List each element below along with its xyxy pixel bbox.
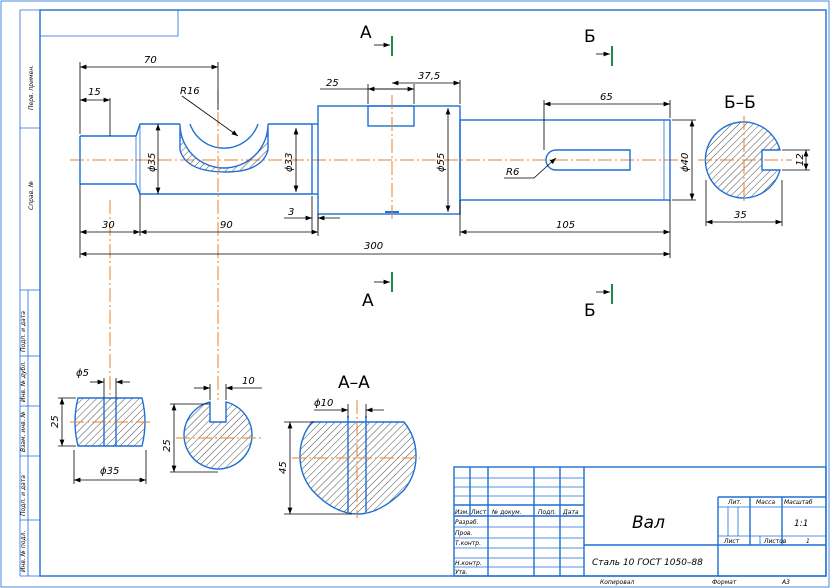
section-mark-b-top: Б	[584, 27, 596, 47]
dim-3: 3	[288, 207, 294, 218]
tb-listov-label: Листов	[763, 538, 787, 545]
tb-col-list: Лист	[470, 509, 487, 516]
dim-105: 105	[556, 220, 575, 231]
tb-row-utv: Утв.	[455, 569, 468, 576]
section-2-dim-10: 10	[242, 376, 255, 387]
dim-25: 25	[326, 78, 339, 89]
tb-row-nkontr: Н.контр.	[455, 560, 482, 567]
section-1-dim-phi35: ϕ35	[100, 466, 119, 477]
section-aa: А–А ϕ10 45	[278, 373, 420, 518]
side-label-inv-podl: Инв. № подл.	[20, 531, 27, 572]
title-block: Изм. Лист № докум. Подп. Дата Разраб. Пр…	[453, 466, 827, 586]
tb-list-label: Лист	[723, 538, 740, 545]
side-label-perv: Перв. примен.	[28, 65, 35, 110]
tb-listov-value: 1	[806, 538, 810, 545]
dim-70: 70	[144, 55, 157, 66]
section-mark-a-top: A	[360, 23, 372, 43]
tb-col-sign: Подп.	[538, 509, 556, 516]
side-label-podp2: Подп. и дата	[20, 475, 27, 516]
section-mark-a-bottom: A	[362, 291, 374, 311]
section-bb-dim-35: 35	[734, 210, 747, 221]
section-1-dim-phi5: ϕ5	[76, 368, 89, 379]
dim-300: 300	[364, 241, 383, 252]
section-1: ϕ5 25 ϕ35	[50, 368, 152, 484]
dim-90: 90	[220, 220, 233, 231]
section-bb-dim-12: 12	[795, 153, 806, 166]
section-2: 10 25	[162, 376, 262, 473]
tb-scale-value: 1:1	[794, 519, 808, 529]
side-label-vzam: Взам. инв. №	[20, 411, 27, 452]
tb-massa: Масса	[756, 499, 775, 506]
section-bb: Б–Б 12 35	[698, 93, 810, 226]
section-aa-dim-45: 45	[278, 461, 289, 474]
section-2-dim-25: 25	[162, 439, 173, 452]
tb-format-value: А3	[781, 579, 790, 586]
dim-phi33: ϕ33	[284, 153, 295, 172]
side-label-sprav: Справ. №	[28, 181, 35, 210]
section-aa-dim-phi10: ϕ10	[314, 398, 333, 409]
tb-masshtab: Масштаб	[784, 499, 813, 506]
dim-phi40: ϕ40	[680, 153, 691, 172]
tb-col-doc: № докум.	[491, 509, 522, 516]
tb-kopiroval: Копировал	[600, 579, 634, 586]
dim-phi35: ϕ35	[147, 153, 158, 172]
tb-row-prov: Пров.	[455, 530, 473, 537]
section-1-dim-25: 25	[50, 415, 61, 428]
tb-col-izm: Изм.	[455, 509, 469, 516]
tb-row-tkontr: Т.контр.	[455, 540, 481, 547]
side-label-inv-dubl: Инв. № дубл.	[20, 361, 27, 402]
tb-format: Формат	[712, 579, 737, 586]
dim-65: 65	[600, 92, 613, 103]
tb-lit: Лит.	[727, 499, 742, 506]
dim-15: 15	[88, 87, 101, 98]
dim-37-5: 37,5	[418, 71, 440, 82]
section-aa-title: А–А	[338, 373, 370, 393]
shaft-main-view	[70, 105, 685, 215]
dim-r6: R6	[506, 167, 519, 178]
dim-r16: R16	[180, 86, 200, 97]
tb-part-name: Вал	[632, 513, 665, 533]
dim-phi55: ϕ55	[436, 153, 447, 172]
section-bb-title: Б–Б	[724, 93, 756, 113]
dimensions-main: 70 15 R16 25 37,5 65 ϕ35 ϕ33 ϕ55 ϕ	[79, 55, 696, 258]
dim-30: 30	[102, 220, 115, 231]
section-mark-b-bottom: Б	[584, 301, 596, 321]
side-label-podp1: Подп. и дата	[20, 311, 27, 352]
section-marks: A A Б Б	[360, 23, 613, 321]
tb-material: Сталь 10 ГОСТ 1050–88	[592, 558, 703, 568]
tb-col-date: Дата	[562, 509, 579, 516]
side-strip-labels: Перв. примен. Справ. № Подп. и дата Инв.…	[20, 65, 35, 572]
tb-row-razrab: Разраб.	[455, 519, 479, 526]
